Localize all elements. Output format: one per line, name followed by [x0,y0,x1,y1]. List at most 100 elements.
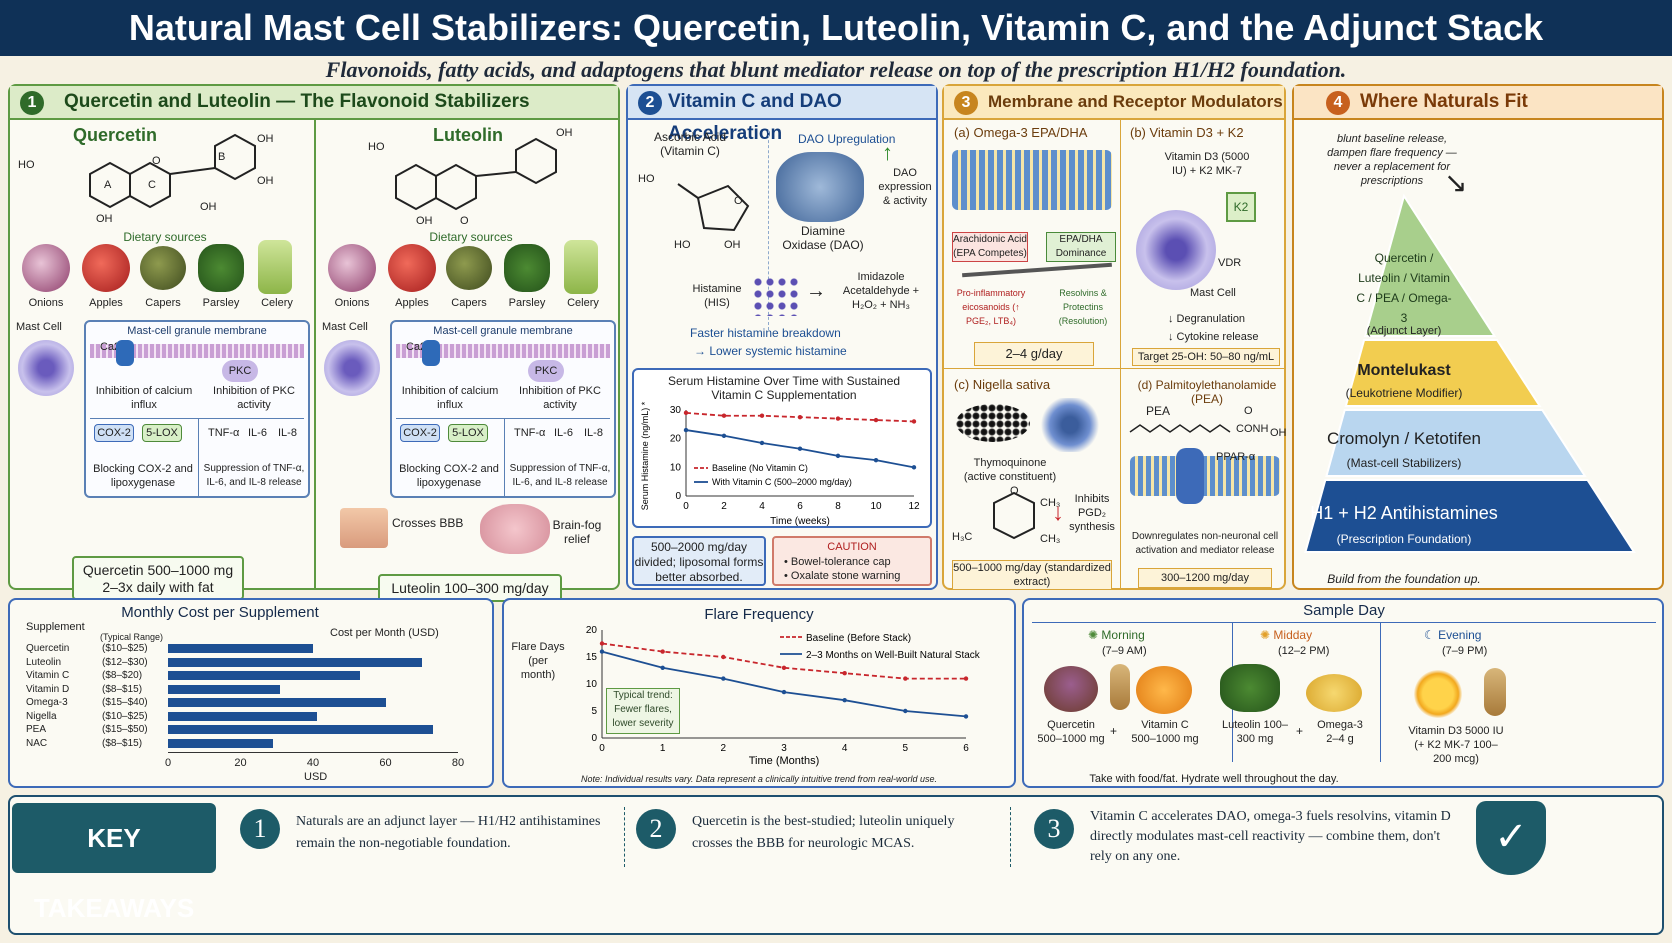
inhibit-pkc-label: Inhibition of PKC activity [213,385,295,411]
celery-icon [564,240,598,294]
range-label: ($15–$50) [102,724,148,735]
mol-ho: HO [18,159,35,171]
x-tick-label: 2 [721,743,727,754]
lox-badge: 5-LOX [448,424,488,442]
mol-oh: OH [416,215,433,227]
legend-label: Baseline (No Vitamin C) [712,463,808,473]
data-point [911,465,917,470]
nigella-title: (c) Nigella sativa [954,377,1051,392]
x-tick-label: 60 [379,757,392,769]
x-tick-label: 10 [870,501,882,512]
panel-header: 4 Where Naturals Fit [1294,86,1662,120]
legend-label: Baseline (Before Stack) [806,633,911,644]
category-label: Luteolin [26,656,62,668]
ring-a-label: A [104,179,112,191]
membrane-label: Mast-cell granule membrane [127,325,267,337]
takeaways-title: KEY TAKEAWAYS [12,803,216,923]
cost-bar [168,671,361,680]
moon-icon: ☾ [1424,628,1435,642]
cost-label: Cost per Month (USD) [330,627,439,639]
x-tick-label: 80 [451,757,465,769]
vitd-sub: Vitamin D3 (5000 IU) + K2 MK-7 [1164,151,1250,177]
y-axis-label: Serum Histamine (ng/mL) * [640,401,650,510]
data-point [721,433,727,438]
faster-breakdown-label: Faster histamine breakdown [690,326,841,340]
luteolin-column: Luteolin HO OH OH O Dietary sources Onio… [316,120,620,602]
nigella-dose: 500–1000 mg/day (standardized extract) [952,560,1112,590]
mol-ch3: CH₃ [1040,533,1061,545]
pkc-icon: PKC [222,360,258,382]
pyramid-tier [1363,193,1497,337]
down-arrow-icon: ↓ [1052,499,1064,526]
caution-item: • Bowel-tolerance cap [784,556,891,568]
ring-o-label: O [152,155,161,167]
luteolin-name: Luteolin [433,125,503,145]
fit-note: blunt baseline release, dampen flare fre… [1327,133,1457,187]
pyramid-tier [1344,339,1542,407]
ring-b-label: B [218,151,226,163]
il8-label: IL-8 [278,427,297,439]
panel-title: Where Naturals Fit [1360,91,1528,112]
dao-expression-label: DAO expression & activity [878,167,932,207]
inhibit-calcium-label: Inhibition of calcium influx [95,385,193,411]
dao-name-label: Diamine Oxidase (DAO) [782,224,864,252]
suppression-label: Suppression of TNF-α, IL-6, and IL-8 rel… [509,463,611,488]
cost-bar [168,684,281,694]
takeaway-number: 1 [240,809,280,849]
panel-number: 3 [954,91,978,115]
chart-title: Monthly Cost per Supplement [121,604,319,621]
data-point [835,416,841,421]
midday-time: (12–2 PM) [1278,645,1330,657]
range-label: ($8–$20) [102,670,143,681]
x-tick-label: 12 [908,501,920,512]
range-label: ($12–$30) [102,656,148,668]
curved-arrow-icon: ↘ [1444,167,1468,198]
celery-icon [258,240,292,294]
page-subtitle: Flavonoids, fatty acids, and adaptogens … [325,57,1347,82]
data-point [599,649,605,654]
mol-oh: OH [257,133,274,145]
midday-label: ✺ Midday [1260,628,1313,642]
x-axis-label: Time (Months) [749,755,820,767]
pea-dose: 300–1200 mg/day [1138,568,1272,588]
panel-number: 2 [638,91,662,115]
omega3-dose: Omega-3 2–4 g [1317,719,1363,745]
takeaway-number: 2 [636,809,676,849]
food-label: Parsley [202,297,240,309]
range-label: ($8–$15) [102,683,143,695]
pyramid-tier [1325,409,1587,477]
ascorbic-molecule-icon [677,183,750,232]
brain-icon [480,504,550,554]
cox2-badge: COX-2 [400,424,440,442]
col-supplement: Supplement [26,621,85,633]
x-tick-label: 0 [599,743,605,754]
cost-bar-chart: Quercetin($10–$25)Luteolin($12–$30)Vitam… [10,600,496,790]
shield-check-icon: ✓ [1476,801,1546,875]
tier-montelukast: Montelukast [1357,362,1451,379]
dietary-sources-label: Dietary sources [429,230,513,244]
morning-time: (7–9 AM) [1102,645,1147,657]
data-point [721,413,727,418]
x-axis-label: USD [304,771,328,783]
balance-scale-icon [962,262,1112,278]
tier-cromolyn: Cromolyn / Ketotifen [1326,429,1481,448]
vitc-dose: 500–2000 mg/day divided; liposomal forms… [632,536,766,586]
il6-label: IL-6 [248,427,267,439]
ppar-label: PPAR-α [1216,451,1256,463]
data-point [781,689,787,695]
data-point [721,654,726,660]
mol-o: O [1010,485,1019,497]
mol-o: O [1244,405,1253,417]
cost-bar [168,644,313,653]
y-tick-label: 10 [670,462,682,473]
y-axis-label: Flare Days (per month) [511,641,565,681]
x-axis [168,752,458,753]
data-point [759,413,765,418]
capsule-icon [1484,668,1506,716]
capers-icon [140,246,186,290]
panel-header: 2 Vitamin C and DAO Acceleration [628,86,936,144]
skin-bbb-icon [340,508,388,548]
mast-cell-icon [324,340,380,396]
vitd-title: (b) Vitamin D3 + K2 [1130,125,1244,140]
